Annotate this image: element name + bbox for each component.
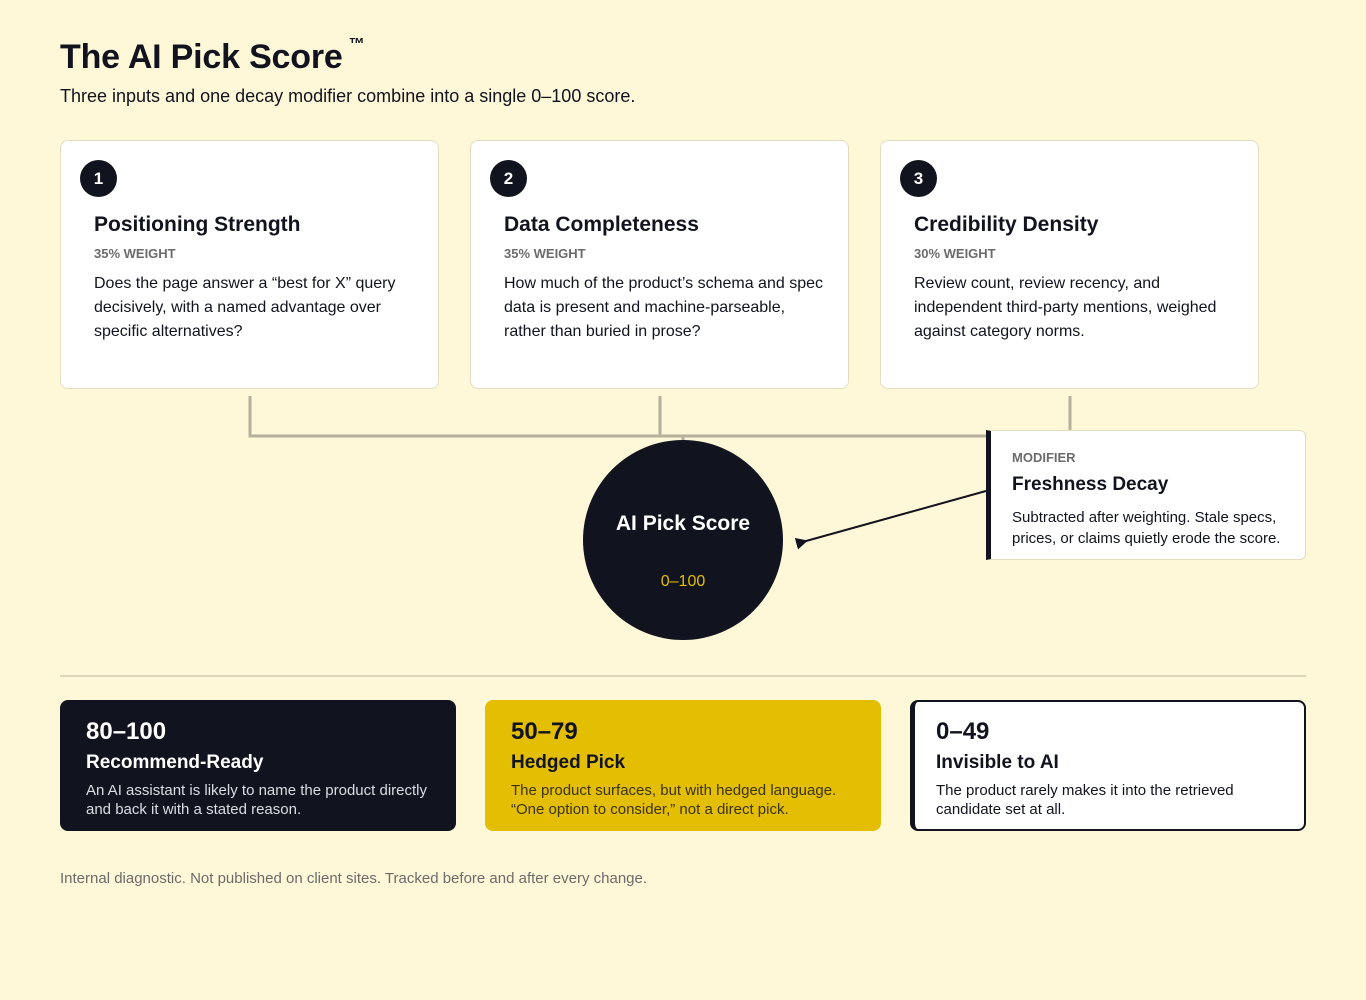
input-card-data-completeness: 2 Data Completeness 35% WEIGHT How much … <box>470 140 849 389</box>
score-range: 0–100 <box>660 573 706 590</box>
band-description: An AI assistant is likely to name the pr… <box>86 782 427 818</box>
band-name: Recommend-Ready <box>86 752 264 773</box>
input-card-description: How much of the product’s schema and spe… <box>504 275 823 340</box>
input-card-title: Credibility Density <box>914 213 1099 236</box>
page-title: The AI Pick Score ™ <box>60 36 365 77</box>
step-number-badge: 1 <box>80 160 117 197</box>
band-description: The product rarely makes it into the ret… <box>936 782 1234 818</box>
band-recommend-ready: 80–100 Recommend-Ready An AI assistant i… <box>60 700 456 831</box>
modifier-card-freshness-decay: MODIFIER Freshness Decay Subtracted afte… <box>986 430 1306 560</box>
modifier-title: Freshness Decay <box>1012 474 1169 495</box>
section-divider <box>60 675 1306 677</box>
band-invisible-to-ai: 0–49 Invisible to AI The product rarely … <box>910 700 1306 831</box>
band-hedged-pick: 50–79 Hedged Pick The product surfaces, … <box>485 700 881 831</box>
input-card-description: Does the page answer a “best for X” quer… <box>94 275 396 340</box>
input-card-credibility-density: 3 Credibility Density 30% WEIGHT Review … <box>880 140 1259 389</box>
trademark-symbol: ™ <box>348 36 365 53</box>
modifier-label: MODIFIER <box>1012 450 1076 465</box>
title-text: The AI Pick Score <box>60 38 343 76</box>
band-range: 50–79 <box>511 718 578 745</box>
decay-arrow <box>794 490 987 550</box>
band-name: Invisible to AI <box>936 752 1059 773</box>
footer-note: Internal diagnostic. Not published on cl… <box>60 870 648 887</box>
input-card-positioning-strength: 1 Positioning Strength 35% WEIGHT Does t… <box>60 140 439 389</box>
score-title: AI Pick Score <box>615 512 751 535</box>
modifier-description: Subtracted after weighting. Stale specs,… <box>1012 509 1281 547</box>
band-description: The product surfaces, but with hedged la… <box>511 782 837 818</box>
step-number-badge: 2 <box>490 160 527 197</box>
input-card-weight: 30% WEIGHT <box>914 246 996 261</box>
step-number-badge: 3 <box>900 160 937 197</box>
input-card-weight: 35% WEIGHT <box>94 246 176 261</box>
input-card-description: Review count, review recency, and indepe… <box>914 275 1217 340</box>
band-range: 0–49 <box>936 718 990 745</box>
input-card-title: Data Completeness <box>504 213 699 236</box>
band-name: Hedged Pick <box>511 752 626 773</box>
page-subtitle: Three inputs and one decay modifier comb… <box>60 86 636 106</box>
connector-input-1 <box>248 396 986 438</box>
band-range: 80–100 <box>86 718 167 745</box>
input-card-weight: 35% WEIGHT <box>504 246 586 261</box>
score-circle: AI Pick Score 0–100 <box>583 440 783 640</box>
input-card-title: Positioning Strength <box>94 213 301 236</box>
